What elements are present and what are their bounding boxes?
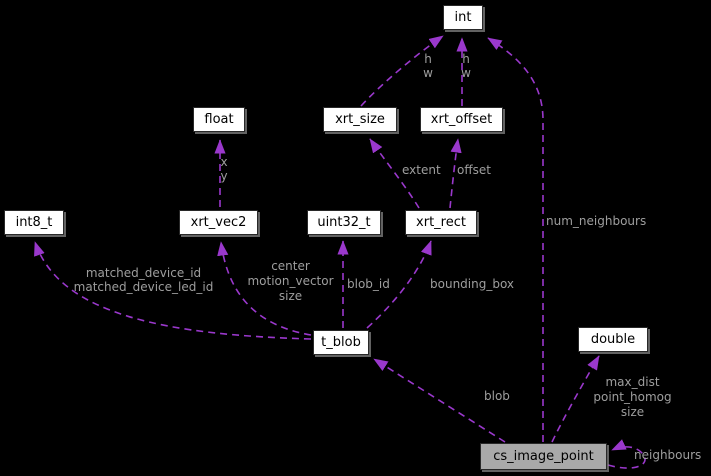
edge-t-blob-to-xrt-rect [366,240,432,329]
edge-label-num-neighbours: num_neighbours [546,214,647,228]
edge-label-matched-device: matched_device_id matched_device_led_id [73,266,214,294]
edge-label-neighbours: neighbours [634,448,702,462]
edge-cs-image-point-to-t-blob [373,358,506,443]
edge-label-max-dist-group: max_dist point_homog size [593,375,672,419]
edge-t-blob-to-int8-t [34,241,312,340]
edge-xrt-rect-to-xrt-size [369,138,420,209]
edge-xrt-size-to-int [360,35,444,107]
node-xrt-offset[interactable]: xrt_offset [420,107,503,132]
edge-t-blob-to-xrt-vec2 [217,241,312,336]
edge-label-offset-hw: h w [461,52,471,80]
edge-cs-image-point-self-loop [607,439,646,469]
edge-label-extent: extent [402,163,441,177]
node-cs-image-point[interactable]: cs_image_point [480,443,607,470]
edge-label-bounding-box: bounding_box [430,277,515,291]
edge-cs-image-point-to-int [487,37,544,442]
edge-label-center-group: center motion_vector size [247,259,334,303]
edge-cs-image-point-to-double [551,355,600,443]
node-xrt-rect[interactable]: xrt_rect [405,210,477,235]
node-int[interactable]: int [443,5,483,30]
edge-label-offset: offset [457,163,491,177]
edge-label-blob: blob [484,389,510,403]
node-uint32-t[interactable]: uint32_t [307,210,381,235]
node-t-blob[interactable]: t_blob [313,330,369,355]
edge-label-blob-id: blob_id [347,277,390,291]
edge-label-size-hw: h w [423,52,433,80]
node-double[interactable]: double [578,327,648,352]
node-xrt-size[interactable]: xrt_size [323,107,397,132]
edge-label-vec2-xy: x y [220,155,228,183]
node-xrt-vec2[interactable]: xrt_vec2 [179,210,258,235]
node-float[interactable]: float [193,107,245,132]
edge-xrt-rect-to-xrt-offset [449,138,462,209]
node-int8-t[interactable]: int8_t [4,210,64,235]
